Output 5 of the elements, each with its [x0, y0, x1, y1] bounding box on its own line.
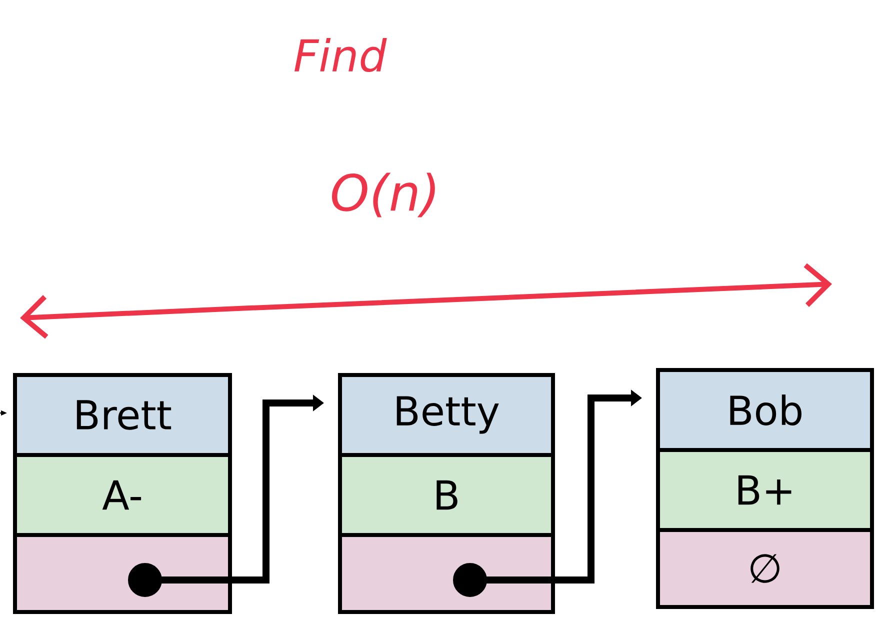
- record-box: Bob B+ ∅: [656, 368, 874, 609]
- record-box: Betty B: [338, 373, 555, 614]
- record-box: Brett A-: [13, 373, 232, 614]
- handwritten-note: O(n): [332, 172, 435, 218]
- handwritten-note: Find: [294, 38, 387, 72]
